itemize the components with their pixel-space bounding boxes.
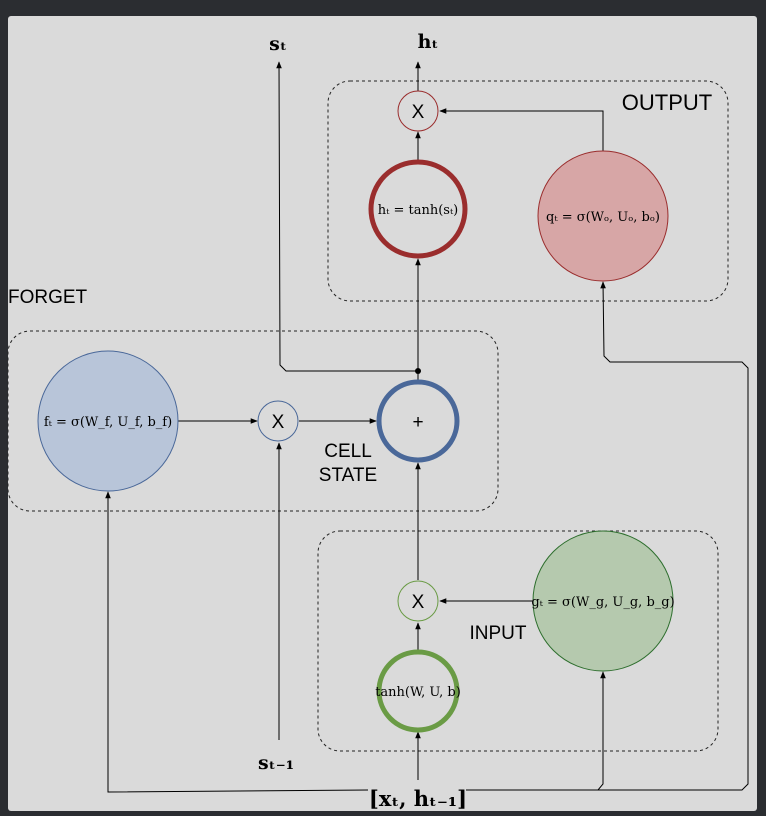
edge-xh-to-output (466, 281, 749, 791)
forget-gate-node (37, 350, 179, 492)
output-multiply-node (397, 90, 439, 132)
h-tanh-label: hₜ = tanh(sₜ) (378, 203, 458, 218)
edge-outgate-to-outmult (439, 108, 604, 151)
cell-add-label: + (412, 412, 423, 433)
input-gate-node (532, 530, 674, 672)
forget-multiply-node (257, 400, 299, 442)
cell-state-label-line1: CELL (324, 441, 372, 462)
candidate-tanh-label: tanh(W, U, b) (375, 685, 461, 700)
forget-multiply-label: X (272, 412, 285, 433)
s-prev-input-label: sₜ₋₁ (258, 752, 294, 774)
branch-dot (415, 368, 421, 374)
output-multiply-label: X (412, 102, 425, 123)
input-multiply-label: X (412, 592, 425, 613)
h-t-output-label: hₜ (418, 31, 439, 53)
h-tanh-node (368, 159, 468, 259)
forget-group-box (7, 330, 499, 512)
output-group-label: OUTPUT (622, 90, 712, 115)
x-h-input-label: [xₜ, hₜ₋₁] (369, 786, 467, 811)
input-multiply-node (397, 580, 439, 622)
cell-add-node (376, 379, 460, 463)
forget-group-label: FORGET (8, 287, 88, 308)
forget-gate-label: fₜ = σ(W_f, U_f, b_f) (44, 415, 172, 430)
output-gate-node (537, 150, 669, 282)
candidate-tanh-node (376, 649, 460, 733)
edge-xh-to-forget (105, 491, 369, 793)
output-gate-label: qₜ = σ(Wₒ, Uₒ, bₒ) (546, 210, 660, 225)
edge-branch-to-st (276, 61, 418, 372)
input-group-label: INPUT (470, 623, 527, 644)
input-gate-label: gₜ = σ(W_g, U_g, b_g) (531, 595, 674, 610)
s-t-output-label: sₜ (269, 33, 287, 55)
cell-state-label-line2: STATE (319, 465, 377, 486)
